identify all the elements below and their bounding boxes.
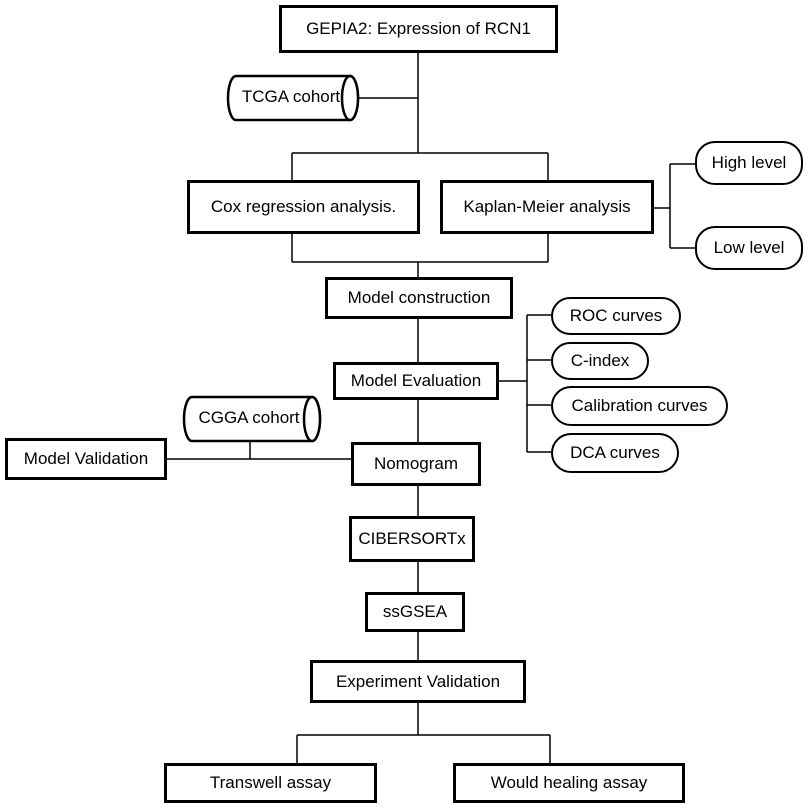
cox-regression-node: Cox regression analysis. [187, 180, 420, 234]
low-level-node: Low level [695, 226, 803, 270]
c-index-node: C-index [551, 342, 649, 380]
nomogram-node: Nomogram [351, 442, 481, 486]
healing-assay-node: Would healing assay [453, 763, 685, 803]
cgga-cylinder [182, 395, 322, 443]
high-level-node: High level [695, 141, 803, 185]
cgga-cohort-label: CGGA cohort [198, 408, 300, 427]
kaplan-meier-node: Kaplan-Meier analysis [440, 180, 654, 234]
model-construction-node: Model construction [325, 277, 513, 319]
model-validation-node: Model Validation [5, 438, 167, 480]
roc-curves-node: ROC curves [551, 297, 681, 335]
model-evaluation-node: Model Evaluation [333, 362, 499, 400]
experiment-validation-node: Experiment Validation [310, 660, 526, 703]
cibersortx-node: CIBERSORTx [349, 516, 475, 562]
transwell-assay-node: Transwell assay [164, 763, 377, 803]
dca-curves-node: DCA curves [551, 433, 679, 473]
calibration-curves-node: Calibration curves [551, 386, 728, 426]
tcga-cohort-label: TCGA cohort [241, 87, 341, 106]
ssgsea-node: ssGSEA [365, 592, 465, 632]
gepia-node: GEPIA2: Expression of RCN1 [279, 5, 558, 53]
tcga-cylinder [226, 74, 360, 122]
